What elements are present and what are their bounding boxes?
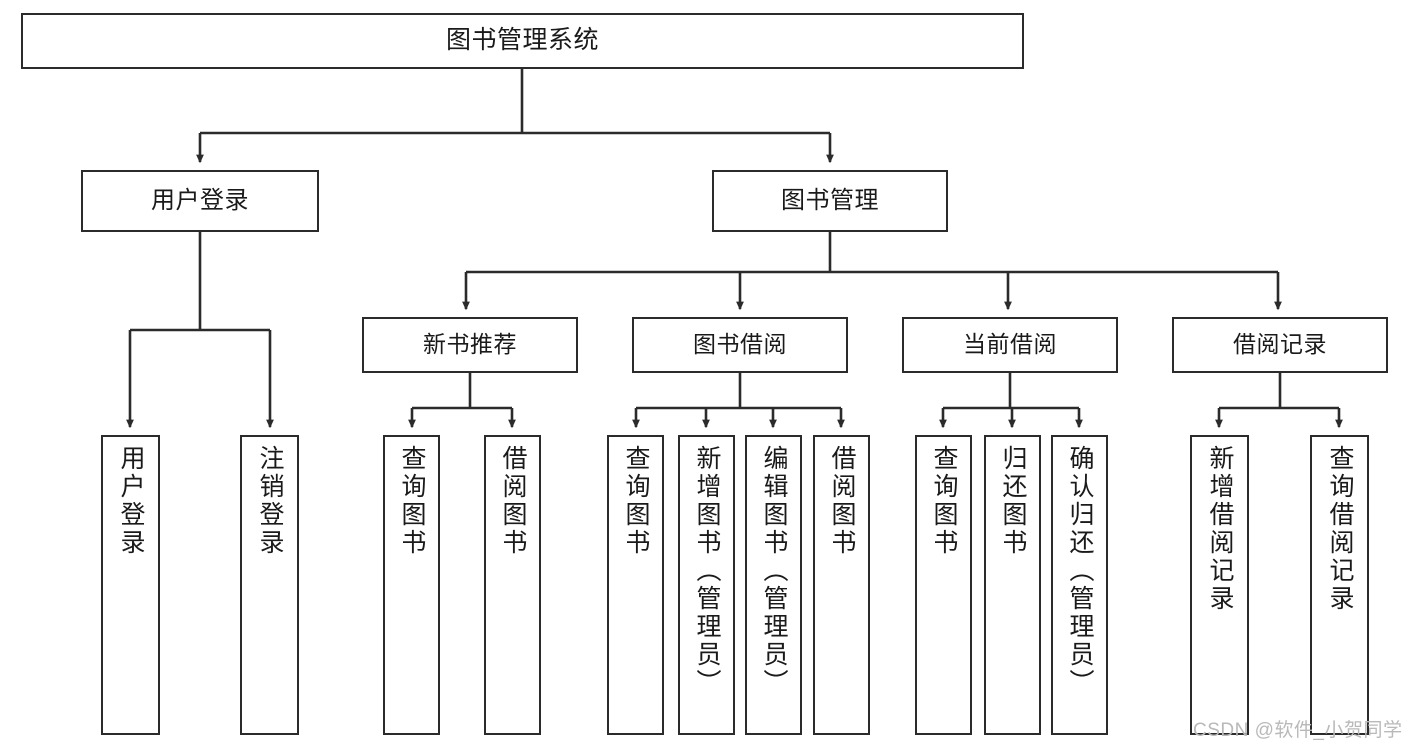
node-user-login-label: 用户登录 (151, 186, 249, 214)
leaf-logout-label: 注销登录 (256, 445, 284, 557)
node-user-login[interactable]: 用户登录 (81, 170, 319, 232)
leaf-add-borrow-record-label: 新增借阅记录 (1206, 445, 1234, 613)
leaf-query-book-borrow-label: 查询图书 (622, 445, 650, 557)
node-borrowing-record-label: 借阅记录 (1233, 331, 1327, 358)
leaf-query-book-current-label: 查询图书 (930, 445, 958, 557)
leaf-return-book-label: 归还图书 (999, 445, 1027, 557)
leaf-edit-book-admin[interactable]: 编辑图书（管理员） (745, 435, 802, 735)
leaf-query-book-current[interactable]: 查询图书 (915, 435, 972, 735)
node-borrowing-record[interactable]: 借阅记录 (1172, 317, 1388, 373)
leaf-user-login-label: 用户登录 (117, 445, 145, 557)
leaf-query-borrow-record[interactable]: 查询借阅记录 (1310, 435, 1369, 735)
leaf-confirm-return-admin-label: 确认归还（管理员） (1066, 445, 1094, 697)
leaf-logout[interactable]: 注销登录 (240, 435, 299, 735)
leaf-add-borrow-record[interactable]: 新增借阅记录 (1190, 435, 1249, 735)
leaf-query-book-recommend[interactable]: 查询图书 (383, 435, 440, 735)
node-current-borrowing-label: 当前借阅 (963, 331, 1057, 358)
node-new-book-recommendation[interactable]: 新书推荐 (362, 317, 578, 373)
node-book-borrowing-label: 图书借阅 (693, 331, 787, 358)
node-book-management[interactable]: 图书管理 (712, 170, 948, 232)
leaf-query-book-borrow[interactable]: 查询图书 (607, 435, 664, 735)
leaf-borrow-book-recommend-label: 借阅图书 (499, 445, 527, 557)
node-book-borrowing[interactable]: 图书借阅 (632, 317, 848, 373)
leaf-add-book-admin-label: 新增图书（管理员） (693, 445, 721, 697)
leaf-query-borrow-record-label: 查询借阅记录 (1326, 445, 1354, 613)
leaf-borrow-book[interactable]: 借阅图书 (813, 435, 870, 735)
leaf-add-book-admin[interactable]: 新增图书（管理员） (678, 435, 735, 735)
leaf-return-book[interactable]: 归还图书 (984, 435, 1041, 735)
leaf-borrow-book-label: 借阅图书 (828, 445, 856, 557)
node-root-label: 图书管理系统 (445, 26, 599, 55)
leaf-confirm-return-admin[interactable]: 确认归还（管理员） (1051, 435, 1108, 735)
leaf-borrow-book-recommend[interactable]: 借阅图书 (484, 435, 541, 735)
leaf-edit-book-admin-label: 编辑图书（管理员） (760, 445, 788, 697)
leaf-user-login[interactable]: 用户登录 (101, 435, 160, 735)
node-new-book-recommendation-label: 新书推荐 (423, 331, 517, 358)
leaf-query-book-recommend-label: 查询图书 (398, 445, 426, 557)
watermark: CSDN @软件_小贺同学 (1193, 720, 1403, 741)
node-book-management-label: 图书管理 (781, 186, 879, 214)
node-root[interactable]: 图书管理系统 (21, 13, 1024, 69)
node-current-borrowing[interactable]: 当前借阅 (902, 317, 1118, 373)
